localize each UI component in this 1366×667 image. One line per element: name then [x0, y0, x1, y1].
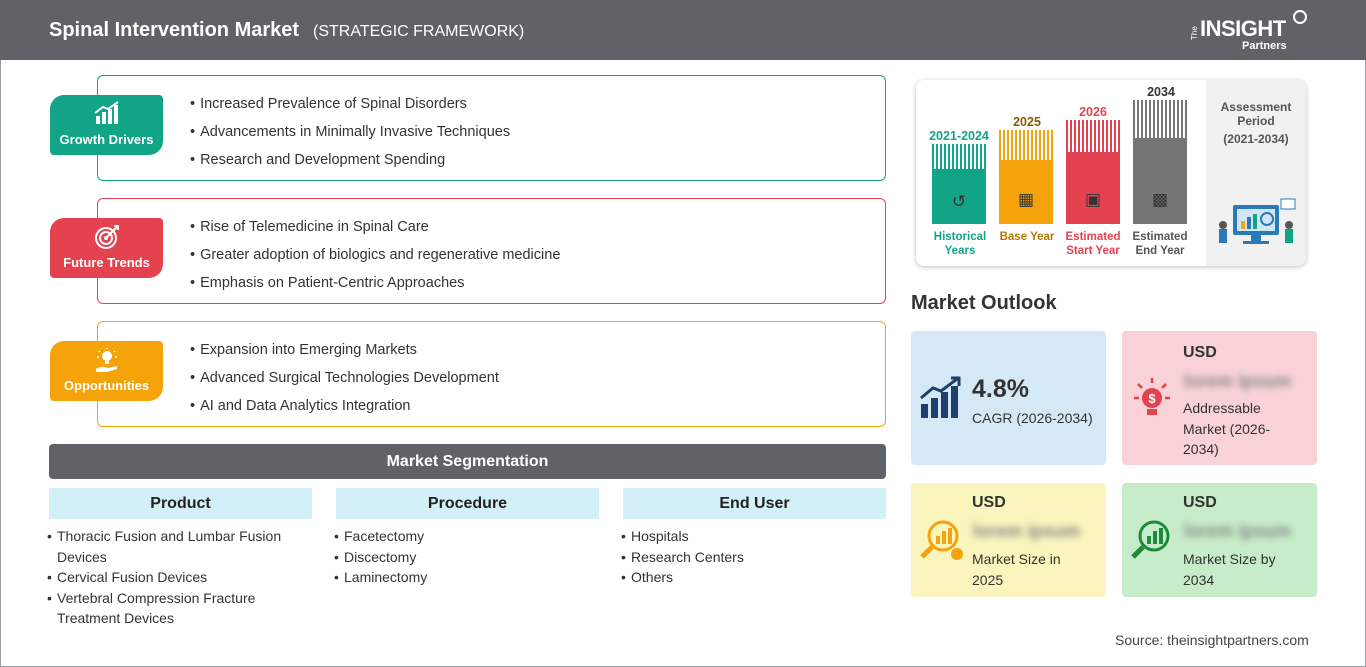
logo-partners: Partners [1242, 40, 1287, 52]
bar-base: ▦ [999, 130, 1053, 224]
size2025-value: lorem ipsum [973, 521, 1081, 541]
opportunities-list: Expansion into Emerging Markets Advanced… [190, 341, 499, 425]
assessment-period-label: Assessment Period [1220, 100, 1292, 128]
product-list: Thoracic Fusion and Lumbar Fusion Device… [47, 526, 307, 629]
future-trends-tag: Future Trends [50, 218, 163, 278]
list-item: Vertebral Compression Fracture Treatment… [47, 588, 307, 629]
year-end: 2034 [1147, 85, 1175, 99]
market-size-2025-card: USD lorem ipsum Market Size in 2025 [911, 483, 1106, 597]
cagr-card: 4.8% CAGR (2026-2034) [911, 331, 1106, 465]
page-subtitle: (STRATEGIC FRAMEWORK) [313, 23, 525, 40]
svg-text:$: $ [1148, 391, 1156, 406]
growth-drivers-list: Increased Prevalence of Spinal Disorders… [190, 95, 510, 179]
list-item: Advancements in Minimally Invasive Techn… [190, 123, 510, 151]
size2034-value: lorem ipsum [1184, 521, 1292, 541]
label-historical-years: Historical Years [933, 231, 987, 257]
list-item: Others [621, 567, 881, 588]
cagr-label: CAGR (2026-2034) [972, 410, 1093, 426]
growth-chart-icon [920, 376, 961, 418]
magnifier-chart-icon [920, 520, 963, 560]
list-item: Increased Prevalence of Spinal Disorders [190, 95, 510, 123]
list-item: Research Centers [621, 547, 881, 568]
insight-partners-logo: The INSIGHT Partners [1190, 10, 1310, 54]
addressable-value: lorem ipsum [1184, 371, 1292, 391]
list-item: Emphasis on Patient-Centric Approaches [190, 274, 560, 302]
list-item: Discectomy [334, 547, 594, 568]
list-item: Research and Development Spending [190, 151, 510, 179]
calendar-icon: ▦ [1017, 190, 1035, 209]
list-item: Greater adoption of biologics and regene… [190, 246, 560, 274]
label-estimated-start-year: Estimated Start Year [1065, 231, 1121, 257]
addressable-usd: USD [1183, 344, 1217, 361]
source-credit: Source: theinsightpartners.com [1115, 632, 1309, 648]
assessment-period-panel: Assessment Period (2021-2034) [1206, 80, 1306, 266]
list-item: Hospitals [621, 526, 881, 547]
size2025-usd: USD [972, 494, 1006, 511]
lightbulb-dollar-icon: $ [1134, 378, 1170, 415]
growth-drivers-label: Growth Drivers [59, 132, 154, 147]
label-base-year: Base Year [999, 231, 1055, 243]
opportunities-box: Expansion into Emerging Markets Advanced… [97, 321, 886, 427]
bar-start: ▣ [1066, 120, 1120, 224]
list-item: Facetectomy [334, 526, 594, 547]
addressable-label: Addressable Market (2026-2034) [1183, 400, 1271, 457]
lightbulb-hand-icon [50, 347, 163, 373]
growth-chart-icon [50, 101, 163, 127]
presentation-icon: ▩ [1151, 190, 1169, 209]
future-trends-label: Future Trends [63, 255, 150, 270]
future-trends-box: Rise of Telemedicine in Spinal Care Grea… [97, 198, 886, 304]
size2034-label: Market Size by 2034 [1183, 551, 1276, 588]
cagr-value: 4.8% [972, 375, 1029, 403]
year-historical: 2021-2024 [929, 129, 989, 143]
magnifier-chart-icon [1131, 520, 1170, 559]
start-chart-icon: ▣ [1084, 190, 1102, 209]
end-user-list: Hospitals Research Centers Others [621, 526, 881, 588]
future-trends-list: Rise of Telemedicine in Spinal Care Grea… [190, 218, 560, 302]
market-size-2034-card: USD lorem ipsum Market Size by 2034 [1122, 483, 1317, 597]
year-base: 2025 [1013, 115, 1041, 129]
analyst-illustration-icon [1219, 198, 1296, 244]
list-item: Expansion into Emerging Markets [190, 341, 499, 369]
opportunities-label: Opportunities [63, 378, 150, 393]
list-item: Advanced Surgical Technologies Developme… [190, 369, 499, 397]
procedure-list: Facetectomy Discectomy Laminectomy [334, 526, 594, 588]
size2025-label: Market Size in 2025 [972, 551, 1061, 588]
bar-historical: ↺ [932, 144, 986, 224]
year-start: 2026 [1079, 105, 1107, 119]
list-item: Cervical Fusion Devices [47, 567, 307, 588]
list-item: Laminectomy [334, 567, 594, 588]
logo-the: The [1190, 26, 1199, 40]
bar-end: ▩ [1133, 100, 1187, 224]
header-bar: Spinal Intervention Market (STRATEGIC FR… [0, 0, 1366, 60]
addressable-market-card: $ USD lorem ipsum Addressable Market (20… [1122, 331, 1317, 465]
segment-header-end-user: End User [623, 488, 886, 519]
label-estimated-end-year: Estimated End Year [1132, 231, 1188, 257]
logo-insight: INSIGHT [1200, 16, 1286, 41]
list-item: AI and Data Analytics Integration [190, 397, 499, 425]
target-icon [50, 224, 163, 250]
segment-header-product: Product [49, 488, 312, 519]
growth-drivers-box: Increased Prevalence of Spinal Disorders… [97, 75, 886, 181]
market-segmentation-bar: Market Segmentation [49, 444, 886, 479]
growth-drivers-tag: Growth Drivers [50, 95, 163, 155]
size2034-usd: USD [1183, 494, 1217, 511]
assessment-period-range: (2021-2034) [1223, 132, 1289, 146]
opportunities-tag: Opportunities [50, 341, 163, 401]
page-title: Spinal Intervention Market [49, 19, 300, 41]
market-outlook-title: Market Outlook [911, 292, 1057, 314]
list-item: Thoracic Fusion and Lumbar Fusion Device… [47, 526, 307, 567]
history-icon: ↺ [951, 192, 967, 211]
list-item: Rise of Telemedicine in Spinal Care [190, 218, 560, 246]
logo-ring-icon [1293, 10, 1307, 24]
segment-header-procedure: Procedure [336, 488, 599, 519]
